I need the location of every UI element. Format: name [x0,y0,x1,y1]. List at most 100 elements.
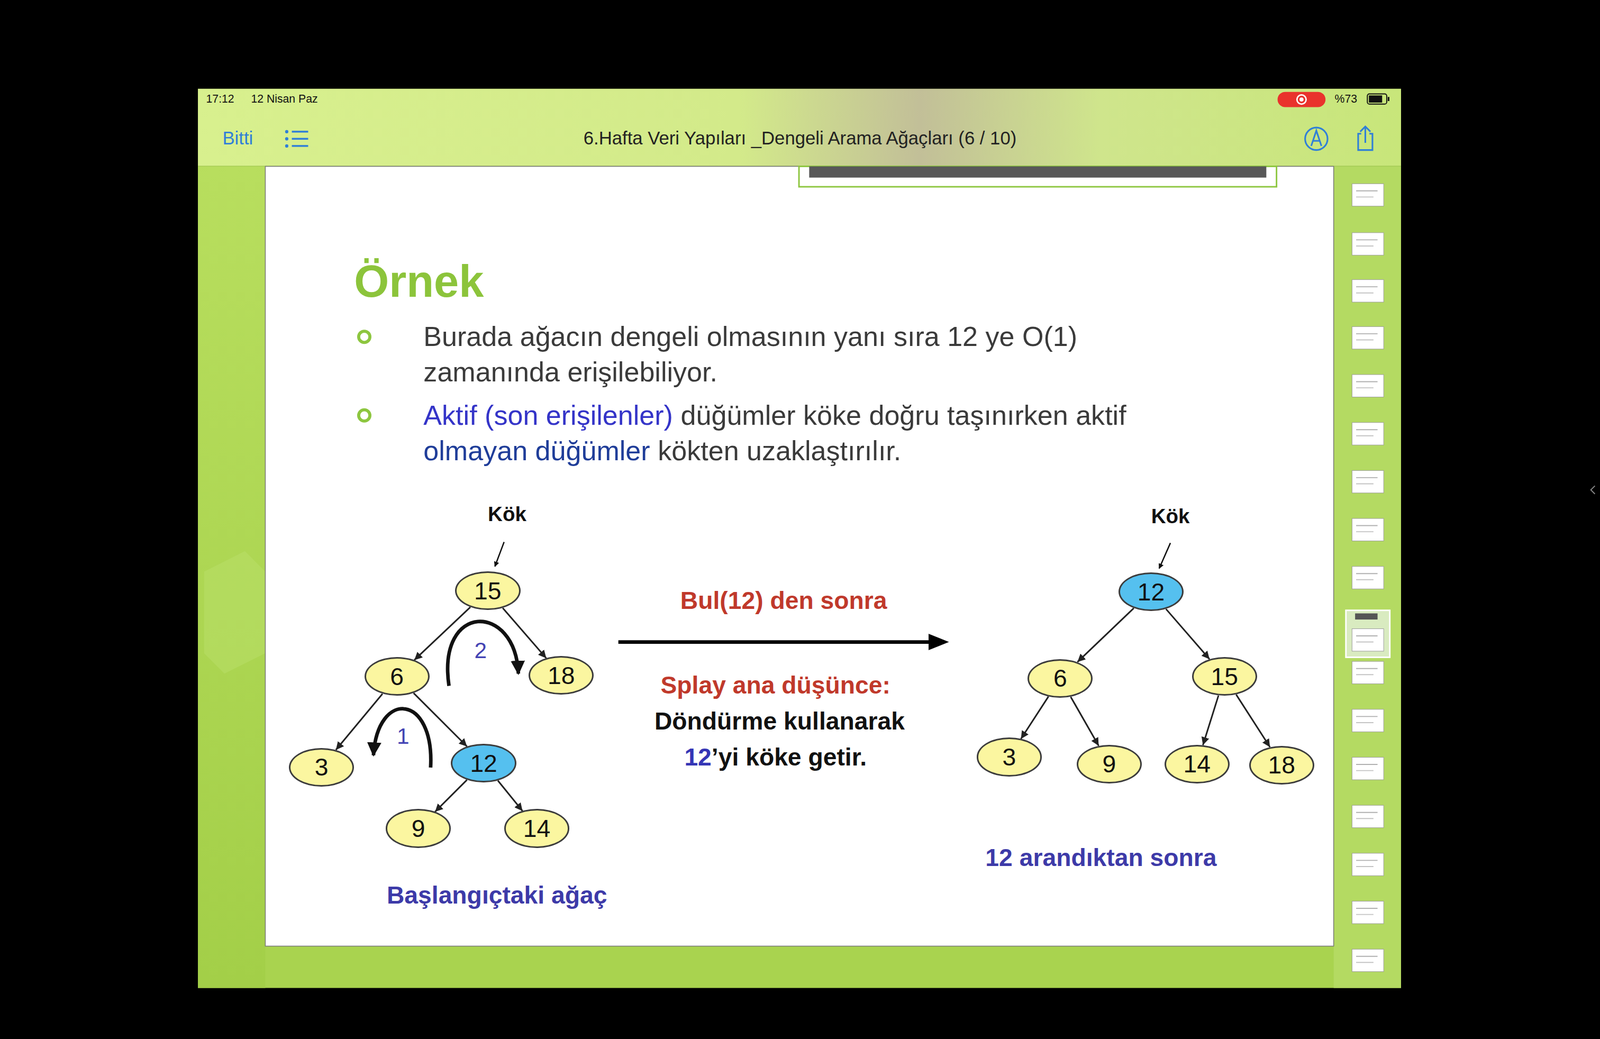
screen-ground [197,88,1402,989]
thumbnail-tab [1355,613,1378,620]
tree-edge [335,693,383,750]
record-indicator [1277,92,1326,108]
bullet [358,410,370,422]
root-label: Kök [1151,504,1190,529]
slide-frame [798,166,1277,187]
idea-text: Döndürme kullanarak [654,707,905,736]
node-key: 14 [1183,749,1211,779]
tree-node: 18 [528,656,594,695]
thumbnail-line [1356,190,1378,192]
battery-nub [1387,96,1390,102]
thumbnail [1351,374,1384,397]
thumbnail-line [1356,477,1378,479]
node-key: 18 [547,661,575,690]
thumbnail-line [1356,812,1378,814]
thumbnail-line [1356,641,1374,643]
slide-side-strip [197,166,266,988]
thumbnail [1351,757,1384,780]
done-button: Bitti [222,128,253,150]
tree-edge [1077,608,1134,663]
battery-icon [1367,93,1387,104]
bullet-line: olmayan düğümlerkökten uzaklaştırılır. [423,434,902,468]
thumbnail-line [1356,668,1378,670]
thumbnail-line [1356,674,1374,676]
tree-caption: Başlangıçtaki ağaç [386,882,608,911]
thumbnail-line [1356,573,1378,575]
thumbnail-line [1356,387,1374,389]
root-pointer [1159,542,1171,569]
accessed-node: 12 [1118,572,1184,612]
thumbnails [1346,183,1390,972]
markup-icon-pen [1311,130,1322,147]
thumbnail [1351,470,1384,493]
tree-node: 3 [288,748,354,787]
tree-edge [1021,696,1049,740]
battery-percent: %73 [1334,92,1358,106]
operation-label: Bul(12) den sonra [680,586,888,615]
thumbnail-line [1356,914,1374,916]
thumbnail-line [1356,333,1378,335]
slide-title: Örnek [353,255,484,308]
thumbnail [1351,949,1384,972]
root-label: Kök [487,502,527,526]
text-run: Aktif (son erişilenler) [423,399,674,431]
strip-pattern [204,551,266,675]
transition-arrow [618,640,931,644]
thumbnail-line [1356,292,1374,294]
tree-node: 15 [1192,657,1258,696]
tree-node: 14 [1164,744,1230,784]
node-key: 12 [1137,577,1165,607]
node-key: 3 [314,752,329,782]
thumbnail-line [1356,635,1378,637]
thumbnail-line [1356,381,1378,383]
thumbnail-line [1356,579,1374,581]
node-key: 3 [1002,742,1016,772]
root-pointer [494,541,504,567]
tree-edge [497,780,523,812]
bullet [358,331,370,343]
node-key: 14 [523,814,551,843]
record-dot [1299,97,1304,102]
thumbnail [1351,183,1384,206]
node-key: 15 [474,576,502,606]
thumbnail [1351,661,1384,684]
thumbnail-line [1356,866,1374,868]
tree-edge [1070,696,1099,747]
bullet-line: Aktif (son erişilenler)düğümler köke doğ… [423,398,1126,432]
thumbnail-line [1356,817,1374,820]
tree-node: 15 [455,571,521,611]
thumbnail-line [1356,429,1378,431]
rotation-number: 2 [474,638,488,665]
frame-bar [808,166,1267,178]
thumbnail-line [1356,531,1374,533]
thumbnail [1351,901,1384,924]
tree-node: 6 [364,657,430,696]
document-title: 6.Hafta Veri Yapıları _Dengeli Arama Ağa… [583,128,1017,150]
record-ring [1296,94,1306,104]
side-chevron [1591,485,1596,494]
tree-edge [434,779,467,812]
list-icon [292,131,309,147]
thumbnail-line [1356,907,1378,909]
thumbnail-line [1356,239,1378,241]
thumbnail-line [1356,764,1378,766]
thumbnail [1351,628,1384,651]
status-date: 12 Nisan Paz [250,92,318,106]
thumbnail [1351,805,1384,828]
accessed-node: 12 [450,743,516,783]
status-time: 17:12 [206,92,235,106]
toolbar [197,88,1402,167]
idea-heading: Splay ana düşünce: [660,671,891,700]
thumbnail-line [1356,483,1374,485]
node-key: 6 [1053,664,1068,693]
slide [265,166,1334,947]
bullet-text: Burada ağacın dengeli olmasının yanı sır… [423,319,1209,391]
text-run: düğümler köke doğru taşınırken aktif [680,399,1127,431]
thumbnail-line [1356,715,1378,717]
battery-level [1368,95,1383,103]
tree-node: 18 [1249,746,1315,785]
text-run: kökten uzaklaştırılır. [657,435,902,467]
